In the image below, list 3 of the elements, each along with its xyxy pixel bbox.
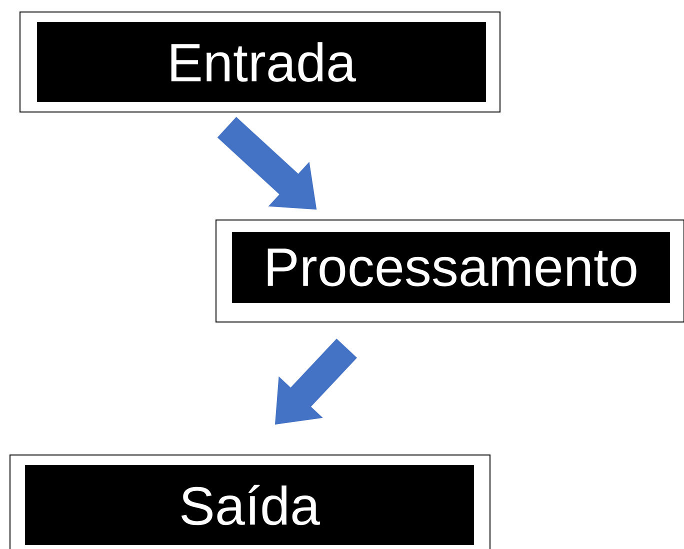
process-box: Processamento — [216, 220, 684, 322]
process-box: Saída — [10, 454, 490, 549]
process-box: Entrada — [20, 12, 500, 112]
